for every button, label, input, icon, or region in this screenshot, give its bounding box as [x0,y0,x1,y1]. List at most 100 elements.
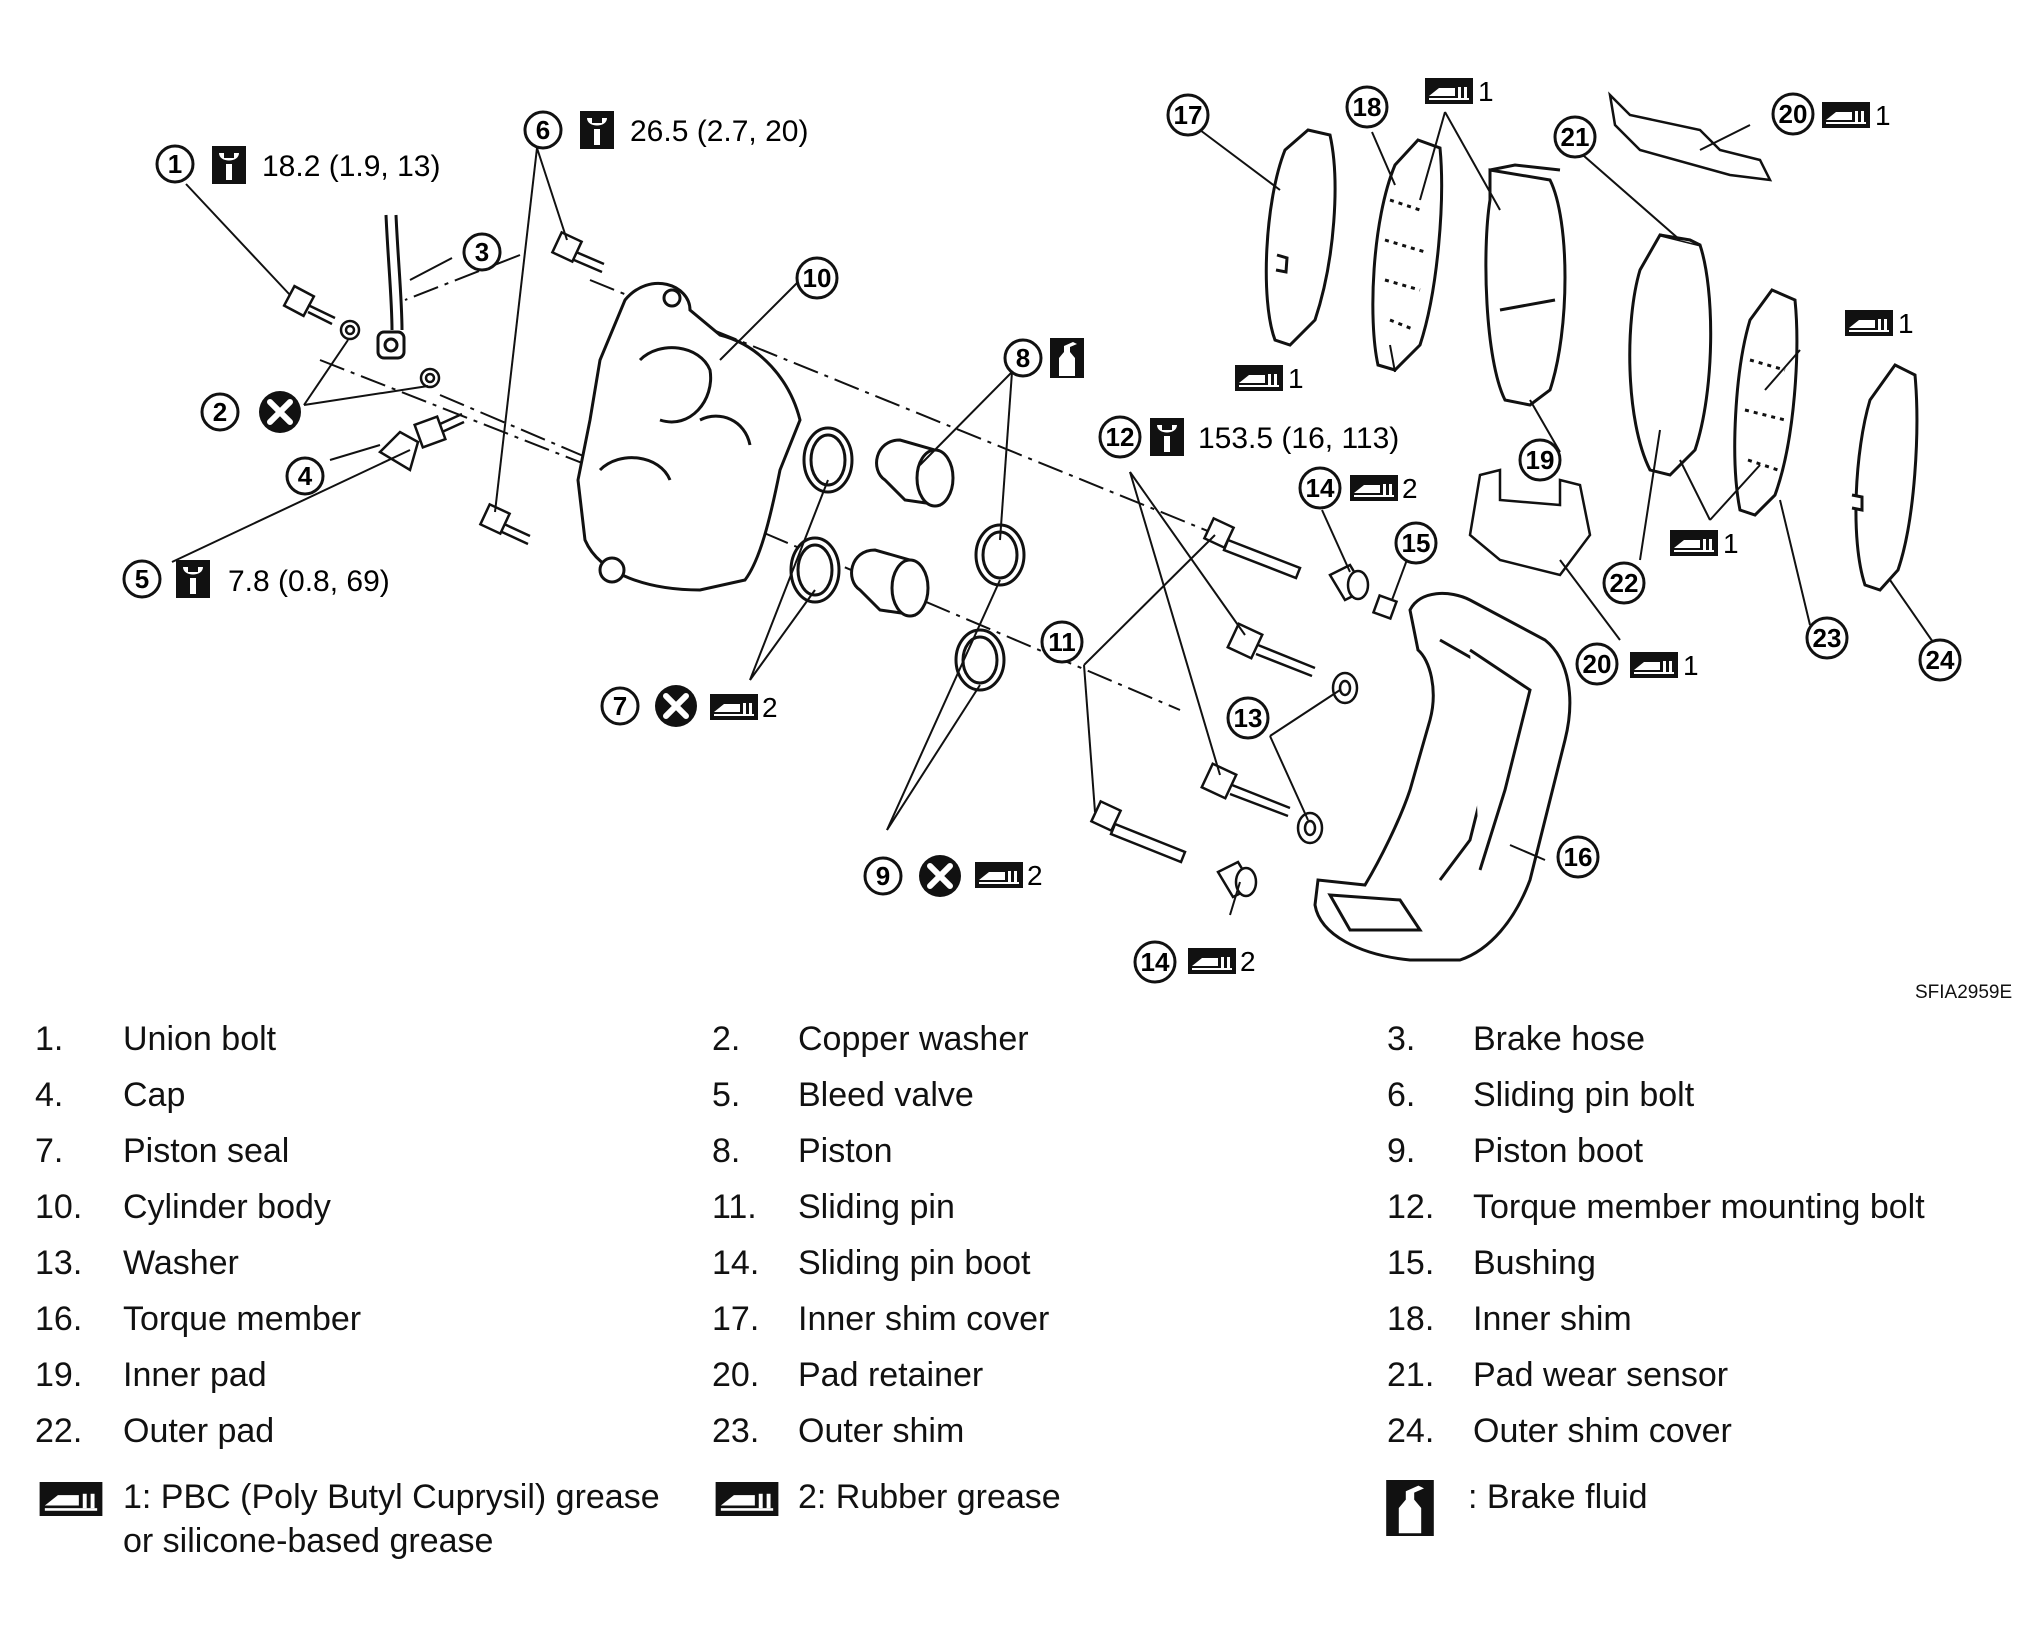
part-number: 16. [35,1300,83,1338]
legend-row: 22. Outer pad 23. Outer shim 24. Outer s… [0,1412,2043,1468]
svg-text:13: 13 [1234,703,1263,733]
callout-8: 8 [1003,338,1043,378]
svg-text:20: 20 [1583,649,1612,679]
part-number: 15. [1387,1244,1435,1282]
brake-fluid-icon [1050,338,1084,378]
part-number: 12. [1387,1188,1435,1226]
part-name: Bushing [1473,1244,1596,1282]
part-name: Sliding pin bolt [1473,1076,1695,1114]
pad-retainer-parts [1468,91,1773,577]
part-name: Copper washer [798,1020,1029,1058]
grease-type-1-line-2: or silicone-based grease [123,1522,494,1560]
grease-icon [1425,78,1473,104]
exploded-brake-caliper-diagram: 1 2 3 4 5 6 7 8 9 10 11 12 13 14 14 15 1… [122,76,1962,984]
callout-15: 15 [1394,521,1438,565]
part-name: Pad retainer [798,1356,984,1394]
part-number: 6. [1387,1076,1416,1114]
svg-text:12: 12 [1106,422,1135,452]
part-number: 11. [712,1188,757,1226]
svg-text:14: 14 [1306,473,1335,503]
callout-21: 21 [1553,115,1597,159]
grease-icon [1822,102,1870,128]
part-number: 21. [1387,1356,1435,1394]
svg-text:26.5 (2.7, 20): 26.5 (2.7, 20) [630,115,808,148]
svg-text:18.2 (1.9, 13): 18.2 (1.9, 13) [262,150,440,183]
svg-text:153.5 (16, 113): 153.5 (16, 113) [1198,422,1399,455]
callout-3: 3 [462,232,502,272]
figure-reference-code: SFIA2959E [1915,982,2013,1003]
do-not-reuse-icon [655,685,697,727]
leader-lines [171,111,1936,916]
torque-annotations: 18.2 (1.9, 13) 7.8 (0.8, 69) 26.5 (2.7, … [176,111,1399,598]
callout-1: 1 [155,144,195,184]
callout-18: 18 [1345,85,1389,129]
brake-fluid-icon [1386,1480,1434,1536]
part-name: Piston [798,1132,893,1170]
legend-row: 1. Union bolt 2. Copper washer 3. Brake … [0,1020,2043,1076]
grease-icon [1188,948,1236,974]
svg-text:9: 9 [876,861,890,891]
callout-5: 5 [122,559,162,599]
grease-icon [715,1482,779,1516]
callout-11: 11 [1040,620,1084,664]
brake-fluid-key: : Brake fluid [1468,1478,1648,1516]
bleed-valve-part [413,412,465,449]
part-number: 18. [1387,1300,1435,1338]
part-number: 10. [35,1188,83,1226]
part-name: Cylinder body [123,1188,331,1226]
svg-text:11: 11 [1048,627,1076,657]
part-name: Union bolt [123,1020,277,1058]
part-number: 1. [35,1020,64,1058]
union-bolt-part [282,284,441,389]
part-name: Washer [123,1244,239,1282]
torque-wrench-icon [580,111,614,149]
callout-12: 12 [1098,415,1142,459]
bushing-part [1371,593,1399,621]
torque-wrench-icon [176,560,210,598]
part-name: Sliding pin boot [798,1244,1031,1282]
sliding-pin-parts [1089,516,1302,864]
grease-icon [1670,530,1718,556]
cap-part [377,430,420,472]
callout-2: 2 [200,392,240,432]
part-number: 14. [712,1244,760,1282]
grease-icon [1235,365,1283,391]
svg-text:4: 4 [298,461,313,491]
part-number: 3. [1387,1020,1416,1058]
svg-text:2: 2 [213,397,227,427]
part-name: Inner pad [123,1356,267,1394]
callout-14-lower: 14 [1133,940,1177,984]
part-name: Piston boot [1473,1132,1644,1170]
callout-17: 17 [1166,93,1210,137]
inner-pad-part [1484,163,1567,407]
callout-7: 7 [600,686,640,726]
torque-member-part [1313,591,1572,962]
svg-text:1: 1 [1723,528,1739,559]
callout-22: 22 [1602,561,1646,605]
callout-23: 23 [1805,616,1849,660]
callout-14-upper: 14 [1298,466,1342,510]
svg-text:20: 20 [1779,99,1808,129]
washer-parts [1296,671,1359,845]
grease-icon [1350,475,1398,501]
svg-text:2: 2 [1402,473,1418,504]
part-name: Torque member mounting bolt [1473,1188,1925,1226]
callout-19: 19 [1518,438,1562,482]
torque-member-bolt-parts [1200,622,1316,818]
inner-shim-part [1371,138,1444,372]
svg-text:24: 24 [1926,645,1955,675]
svg-text:6: 6 [536,115,550,145]
part-number: 22. [35,1412,83,1450]
grease-type-1-line-1: 1: PBC (Poly Butyl Cuprysil) grease [123,1478,660,1516]
piston-boot-parts [954,523,1026,692]
part-number: 9. [1387,1132,1416,1170]
svg-text:2: 2 [1027,860,1043,891]
sliding-pin-bolt-part [478,230,605,546]
part-name: Outer shim [798,1412,965,1450]
svg-text:8: 8 [1016,343,1030,373]
grease-type-2-key: 2: Rubber grease [798,1478,1061,1516]
callout-6: 6 [523,110,563,150]
piston-parts [850,438,955,618]
part-number: 7. [35,1132,64,1170]
callout-16: 16 [1556,835,1600,879]
